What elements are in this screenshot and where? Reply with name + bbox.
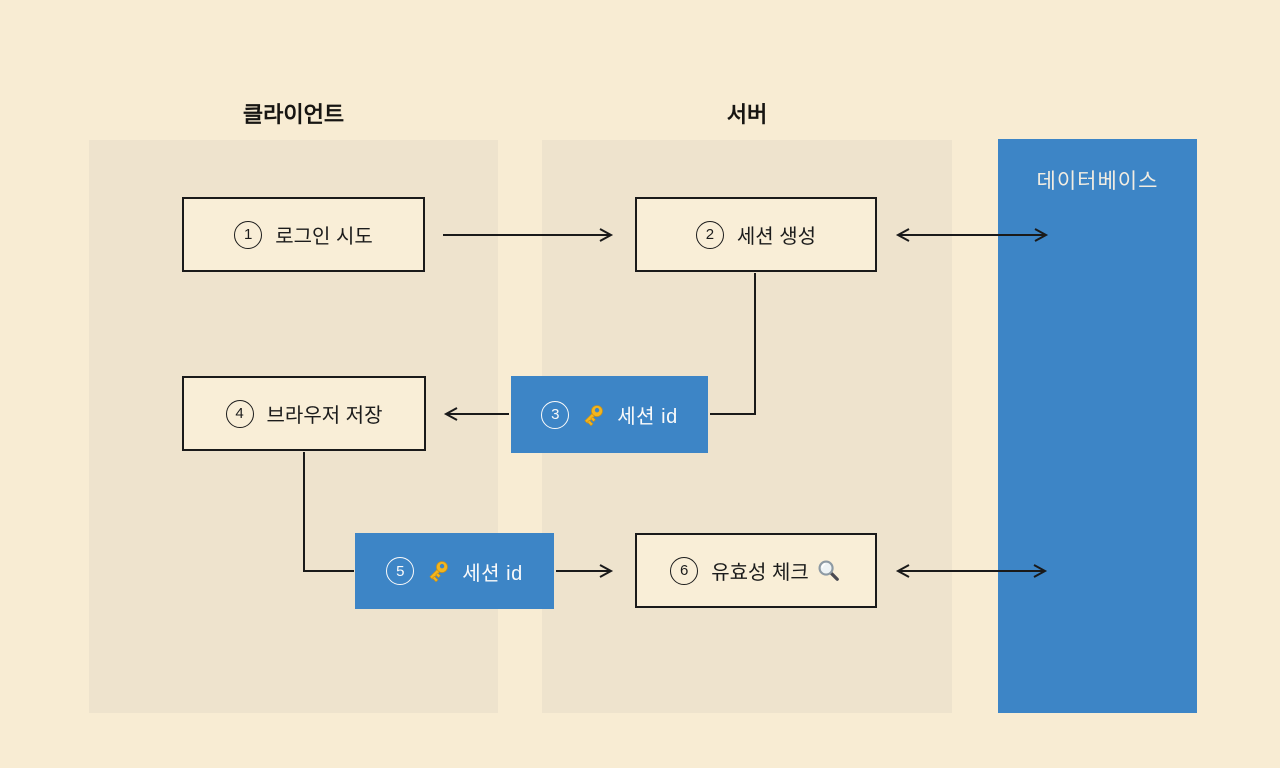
magnifier-icon xyxy=(818,559,839,581)
node-create-session: 2 세션 생성 xyxy=(635,197,877,272)
node-label: 세션 id xyxy=(617,406,678,428)
node-label: 브라우저 저장 xyxy=(266,405,383,427)
server-lane-title: 서버 xyxy=(726,102,768,127)
step-number-badge: 6 xyxy=(670,556,699,585)
key-icon xyxy=(429,561,449,583)
node-label: 로그인 시도 xyxy=(275,226,373,248)
node-validity-check: 6 유효성 체크 xyxy=(635,533,877,608)
key-icon xyxy=(584,404,604,426)
database-lane: 데이터베이스 xyxy=(998,139,1197,713)
step-number-badge: 4 xyxy=(225,399,254,428)
client-lane-title: 클라이언트 xyxy=(242,102,345,127)
node-label: 세션 id xyxy=(462,562,523,585)
step-number-badge: 2 xyxy=(695,220,724,249)
node-session-id-response: 3 세션 id xyxy=(511,376,708,453)
node-label: 유효성 체크 xyxy=(711,562,809,584)
step-number-badge: 5 xyxy=(386,557,415,585)
step-number-badge: 1 xyxy=(234,220,263,249)
node-label: 세션 생성 xyxy=(736,226,817,248)
step-number-badge: 3 xyxy=(541,400,570,429)
node-browser-storage: 4 브라우저 저장 xyxy=(182,376,426,451)
node-session-id-request: 5 세션 id xyxy=(355,533,554,609)
database-lane-title: 데이터베이스 xyxy=(1036,170,1159,193)
node-login-attempt: 1 로그인 시도 xyxy=(182,197,425,272)
